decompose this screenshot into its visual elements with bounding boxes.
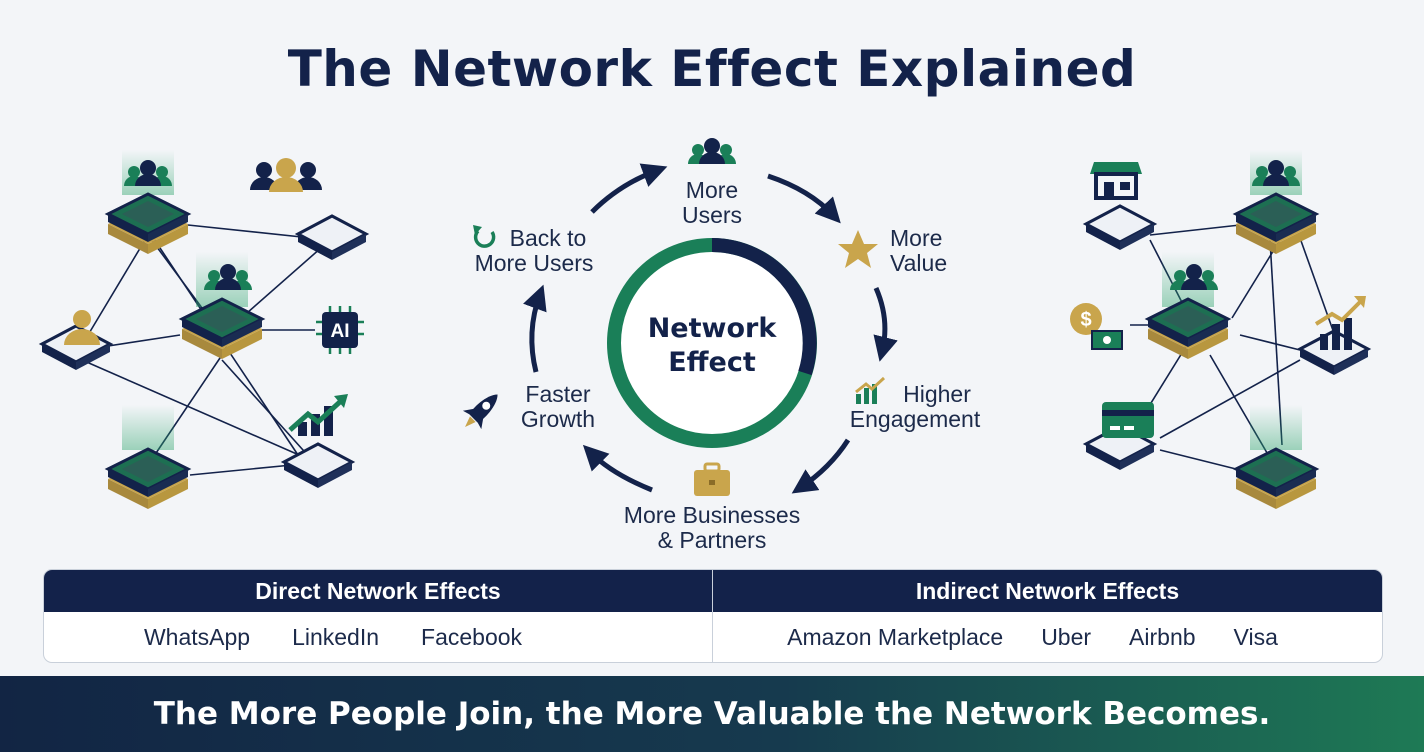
step-more-businesses: More Businesses& Partners xyxy=(623,502,801,553)
example-linkedin: LinkedIn xyxy=(292,623,380,650)
example-visa: Visa xyxy=(1233,623,1278,650)
direct-effects-examples: WhatsApp LinkedIn Facebook xyxy=(44,612,712,662)
diagram-artwork: AI xyxy=(40,138,1370,511)
users-icon xyxy=(250,158,322,192)
example-whatsapp: WhatsApp xyxy=(143,623,251,650)
network-effect-types-table: Direct Network Effects Indirect Network … xyxy=(43,569,1383,663)
storefront-icon xyxy=(1090,162,1142,200)
page-title: The Network Effect Explained xyxy=(287,40,1137,98)
ai-chip-label: AI xyxy=(331,321,350,342)
growth-chart-icon xyxy=(855,376,886,404)
growth-chart-icon xyxy=(288,394,348,436)
briefcase-icon xyxy=(694,462,730,496)
table-divider xyxy=(712,570,713,662)
bar-chart-icon xyxy=(1314,296,1366,350)
example-airbnb: Airbnb xyxy=(1129,623,1196,650)
users-icon xyxy=(688,138,736,164)
example-amazon-marketplace: Amazon Marketplace xyxy=(787,623,1004,650)
svg-text:$: $ xyxy=(1080,309,1091,331)
rocket-icon xyxy=(462,394,498,430)
dollar-icon: $ xyxy=(1070,303,1123,350)
footer-banner: The More People Join, the More Valuable … xyxy=(0,676,1424,752)
direct-effects-header: Direct Network Effects xyxy=(44,570,712,612)
person-icon xyxy=(64,310,100,345)
example-uber: Uber xyxy=(1041,623,1092,650)
indirect-effects-header: Indirect Network Effects xyxy=(713,570,1382,612)
cycle-arrows xyxy=(523,163,898,494)
network-effect-ring xyxy=(607,238,817,448)
ai-chip-icon: AI xyxy=(316,306,364,354)
star-icon xyxy=(838,230,878,268)
credit-card-icon xyxy=(1102,402,1154,438)
example-facebook: Facebook xyxy=(421,623,523,650)
refresh-icon xyxy=(473,225,496,248)
indirect-effects-examples: Amazon Marketplace Uber Airbnb Visa xyxy=(713,612,1382,662)
